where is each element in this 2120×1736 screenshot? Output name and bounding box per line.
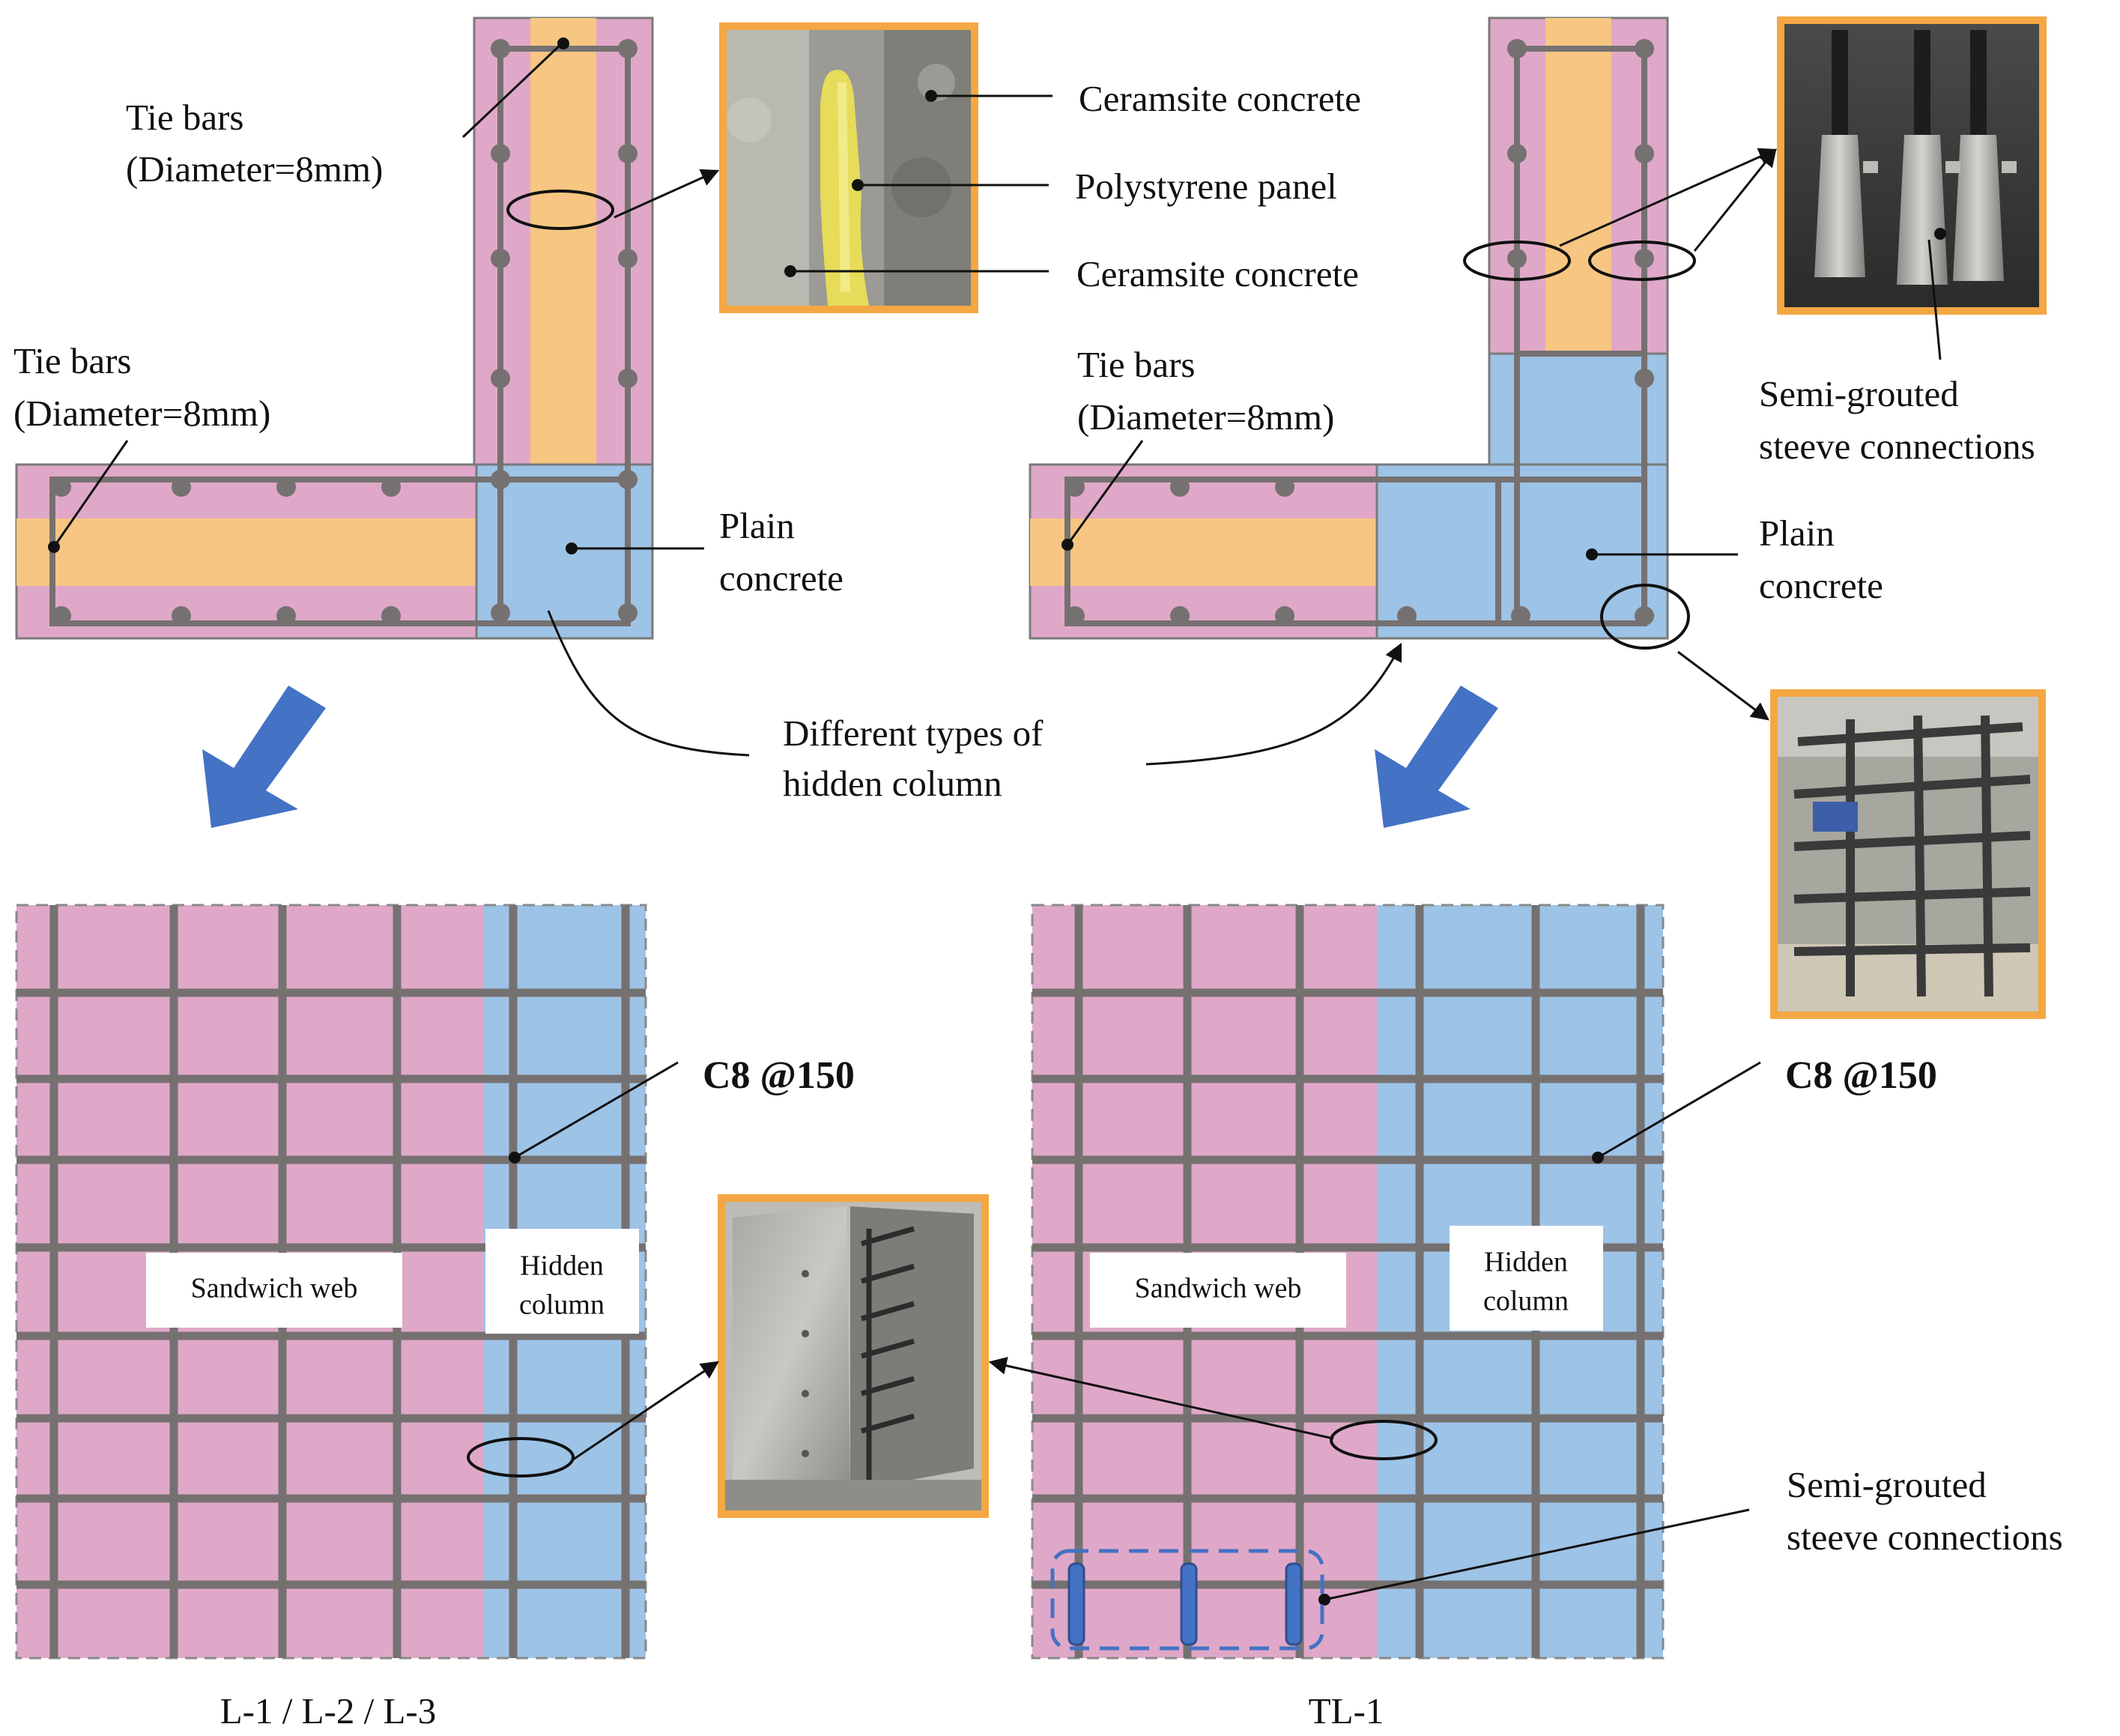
rebar-dot [1397,606,1417,626]
panel-outline [1031,904,1665,1660]
rebar-dot [381,477,401,497]
rebar-dot [491,470,510,489]
rebar-dot [491,39,510,58]
grid-label-boxes: Sandwich web Hidden column Sandwich web … [146,1226,1603,1334]
tie-bars-label-top: Tie bars [126,97,243,138]
polystyrene-label: Polystyrene panel [1075,166,1337,207]
caption-left: L-1 / L-2 / L-3 [220,1690,436,1732]
ceramsite-label-2: Ceramsite concrete [1076,253,1359,294]
insulation-horizontal [16,518,478,586]
photo-insulation [719,22,978,313]
text-labels: Tie bars (Diameter=8mm) Tie bars (Diamet… [13,78,2063,1732]
hidden-column-left-1: Hidden [520,1250,604,1282]
sleeve-marker [1180,1562,1198,1646]
rebar-dot [491,144,510,163]
plain-concrete-left-1: Plain [719,505,795,546]
rebar-spec-right: C8 @150 [1785,1054,1937,1097]
rebar-spec-left: C8 @150 [703,1054,855,1097]
tie-bars-label-right: Tie bars [1077,344,1195,385]
rebar-dot [618,39,637,58]
tie-bars-diameter-right: (Diameter=8mm) [1077,396,1334,438]
rebar-dot [1275,606,1294,626]
rebar-dot [1635,606,1654,626]
rebar-dot [52,477,71,497]
rebar-dot [491,369,510,388]
hidden-column-right-2: column [1483,1286,1569,1317]
semi-grouted-bottom-2: steeve connections [1787,1516,2063,1558]
stirrup-horizontal [49,477,631,626]
rebar-dot [618,603,637,623]
tie-bars-label-left: Tie bars [13,340,131,381]
semi-grouted-top-1: Semi-grouted [1759,373,1959,414]
rebar-dot [1275,477,1294,497]
rebar-dot [172,606,191,626]
down-arrow-left [202,686,326,828]
plain-concrete-right-2: concrete [1759,565,1883,606]
rebar-dot [1065,606,1085,626]
rebar-dot [172,477,191,497]
hidden-column-right-1: Hidden [1484,1247,1568,1278]
rebar-dot [276,477,296,497]
sandwich-web-right: Sandwich web [1135,1273,1302,1304]
rebar-dot [1635,39,1654,58]
rebar-dot [381,606,401,626]
semi-grouted-bottom-1: Semi-grouted [1787,1464,1987,1505]
hidden-column-types-2: hidden column [783,763,1002,804]
ceramsite-label-1: Ceramsite concrete [1079,78,1361,119]
photo-rebar-cage [1770,689,2046,1019]
tie-bars-diameter-left: (Diameter=8mm) [13,393,270,434]
plain-concrete-left-2: concrete [719,557,844,599]
semi-grouted-top-2: steeve connections [1759,426,2035,467]
insulation-vertical [1545,18,1611,354]
rebar-dot [1507,39,1527,58]
rebar-dot [1507,249,1527,268]
photo-wall-specimen [718,1194,989,1518]
l-section-left [15,16,654,640]
rebar-dot [1511,606,1530,626]
rebar-dot [1170,606,1190,626]
plain-concrete-right-1: Plain [1759,512,1835,554]
photo-grout-sleeves [1777,16,2047,315]
rebar-dot [1065,477,1085,497]
panel-outline [15,904,647,1660]
tie-bars-diameter-top: (Diameter=8mm) [126,148,383,190]
rebar-dot [618,369,637,388]
hidden-column-types-1: Different types of [783,713,1044,754]
insulation-vertical [530,18,596,465]
rebar-dot [276,606,296,626]
rebar-dot [52,606,71,626]
highlight-ellipses [467,190,1696,1478]
sandwich-web-left: Sandwich web [191,1273,358,1304]
sleeve-marker [1067,1562,1085,1646]
sleeve-connection-group [1050,1549,1324,1651]
caption-right: TL-1 [1309,1690,1384,1732]
hidden-column-left-2: column [519,1289,605,1321]
rebar-dot [618,470,637,489]
leader-lines [52,42,1942,1601]
down-arrow-right [1375,686,1498,828]
rebar-dot [1635,249,1654,268]
rebar-dot [618,144,637,163]
leader-dots [48,37,1946,1606]
l-section-right [1029,16,1669,640]
rebar-dot [1635,369,1654,388]
insulation-horizontal [1030,518,1378,586]
rebar-dot [491,603,510,623]
rebar-dot [1635,144,1654,163]
rebar-dot [491,249,510,268]
sleeve-marker [1285,1562,1303,1646]
rebar-dot [618,249,637,268]
rebar-dot [1170,477,1190,497]
rebar-dot [1507,144,1527,163]
